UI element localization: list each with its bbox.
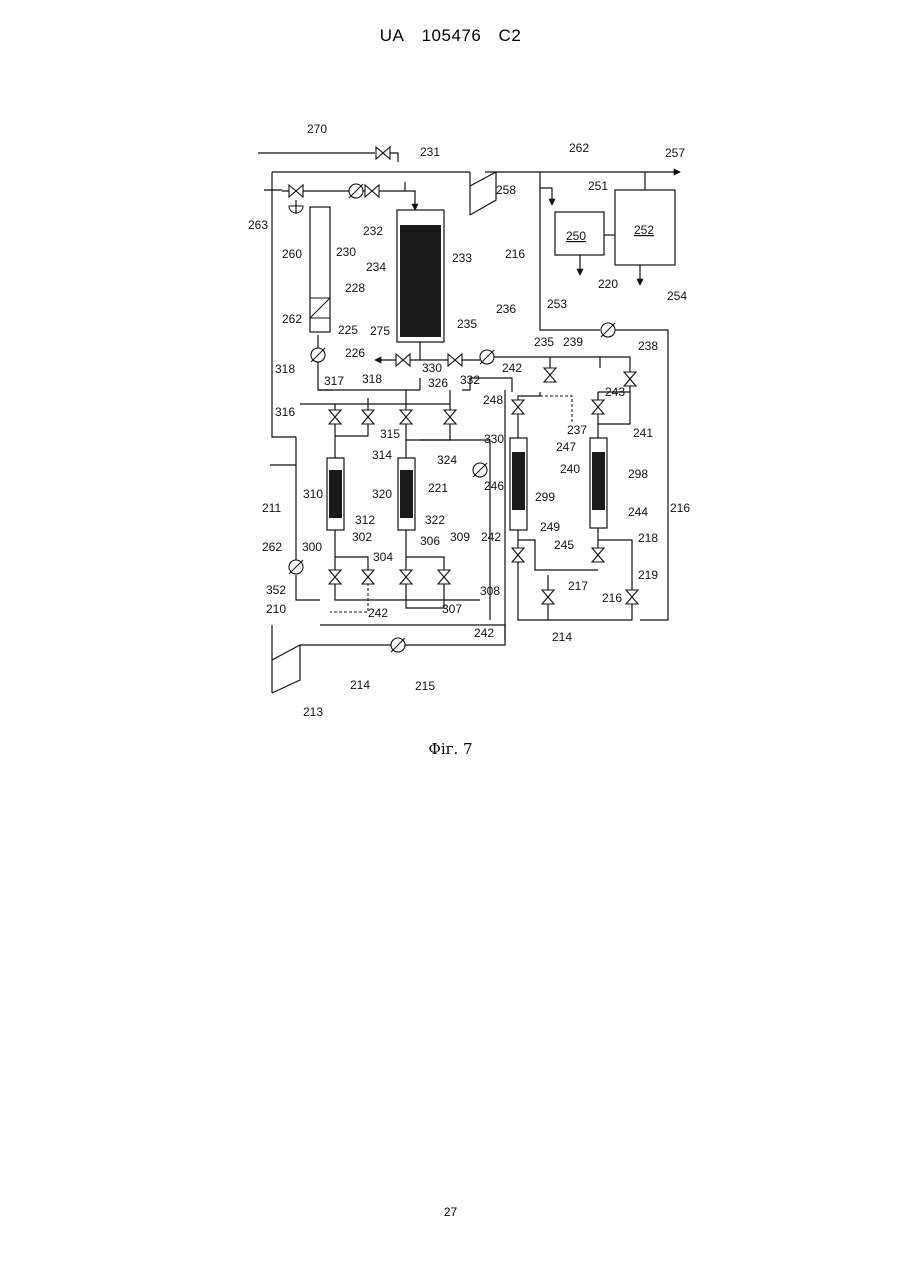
label-249: 249 (540, 520, 560, 534)
label-263: 263 (248, 218, 268, 232)
label-257: 257 (665, 146, 685, 160)
label-248: 248 (483, 393, 503, 407)
label-235-upper: 235 (457, 317, 477, 331)
label-218: 218 (638, 531, 658, 545)
label-247: 247 (556, 440, 576, 454)
label-330-lower: 330 (484, 432, 504, 446)
label-231: 231 (420, 145, 440, 159)
label-304: 304 (373, 550, 393, 564)
label-239: 239 (563, 335, 583, 349)
label-237: 237 (567, 423, 587, 437)
column-230 (310, 207, 330, 332)
label-312: 312 (355, 513, 375, 527)
label-320: 320 (372, 487, 392, 501)
label-318-left: 318 (275, 362, 295, 376)
label-242-upper: 242 (502, 361, 522, 375)
label-262: 262 (569, 141, 589, 155)
label-302: 302 (352, 530, 372, 544)
label-306: 306 (420, 534, 440, 548)
label-330-upper: 330 (422, 361, 442, 375)
label-216-top: 216 (505, 247, 525, 261)
label-310: 310 (303, 487, 323, 501)
label-250: 250 (566, 229, 586, 243)
label-234: 234 (366, 260, 386, 274)
label-242-lower: 242 (368, 606, 388, 620)
label-221: 221 (428, 481, 448, 495)
label-298: 298 (628, 467, 648, 481)
label-241: 241 (633, 426, 653, 440)
label-326: 326 (428, 376, 448, 390)
label-308: 308 (480, 584, 500, 598)
label-316: 316 (275, 405, 295, 419)
label-220: 220 (598, 277, 618, 291)
label-245: 245 (554, 538, 574, 552)
label-253: 253 (547, 297, 567, 311)
label-233: 233 (452, 251, 472, 265)
label-258: 258 (496, 183, 516, 197)
label-314: 314 (372, 448, 392, 462)
label-315: 315 (380, 427, 400, 441)
figure-caption: Фіг. 7 (0, 740, 901, 758)
label-230: 230 (336, 245, 356, 259)
label-214-right: 214 (552, 630, 572, 644)
label-262-bottom: 262 (262, 540, 282, 554)
label-242-mid: 242 (481, 530, 501, 544)
label-252: 252 (634, 223, 654, 237)
label-211: 211 (262, 501, 281, 515)
label-299: 299 (535, 490, 555, 504)
label-270: 270 (307, 122, 327, 136)
label-242-bottom: 242 (474, 626, 494, 640)
label-213: 213 (303, 705, 323, 719)
label-226: 226 (345, 346, 365, 360)
label-235-lower: 235 (534, 335, 554, 349)
label-219: 219 (638, 568, 658, 582)
label-318-mid: 318 (362, 372, 382, 386)
label-232: 232 (363, 224, 383, 238)
label-240: 240 (560, 462, 580, 476)
label-243: 243 (605, 385, 625, 399)
page-number: 27 (0, 1205, 901, 1219)
label-246: 246 (484, 479, 504, 493)
label-228: 228 (345, 281, 365, 295)
label-215: 215 (415, 679, 435, 693)
label-262-left: 262 (282, 312, 302, 326)
label-251: 251 (588, 179, 608, 193)
label-352: 352 (266, 583, 286, 597)
label-210: 210 (266, 602, 286, 616)
label-225: 225 (338, 323, 358, 337)
label-217: 217 (568, 579, 588, 593)
label-300: 300 (302, 540, 322, 554)
label-324: 324 (437, 453, 457, 467)
label-317: 317 (324, 374, 344, 388)
label-332: 332 (460, 373, 480, 387)
label-254: 254 (667, 289, 687, 303)
label-275: 275 (370, 324, 390, 338)
label-309: 309 (450, 530, 470, 544)
label-244: 244 (628, 505, 648, 519)
label-238: 238 (638, 339, 658, 353)
label-214-left: 214 (350, 678, 370, 692)
label-216-right: 216 (670, 501, 690, 515)
label-260: 260 (282, 247, 302, 261)
label-236: 236 (496, 302, 516, 316)
label-216-bottom: 216 (602, 591, 622, 605)
label-307: 307 (442, 602, 462, 616)
label-322: 322 (425, 513, 445, 527)
